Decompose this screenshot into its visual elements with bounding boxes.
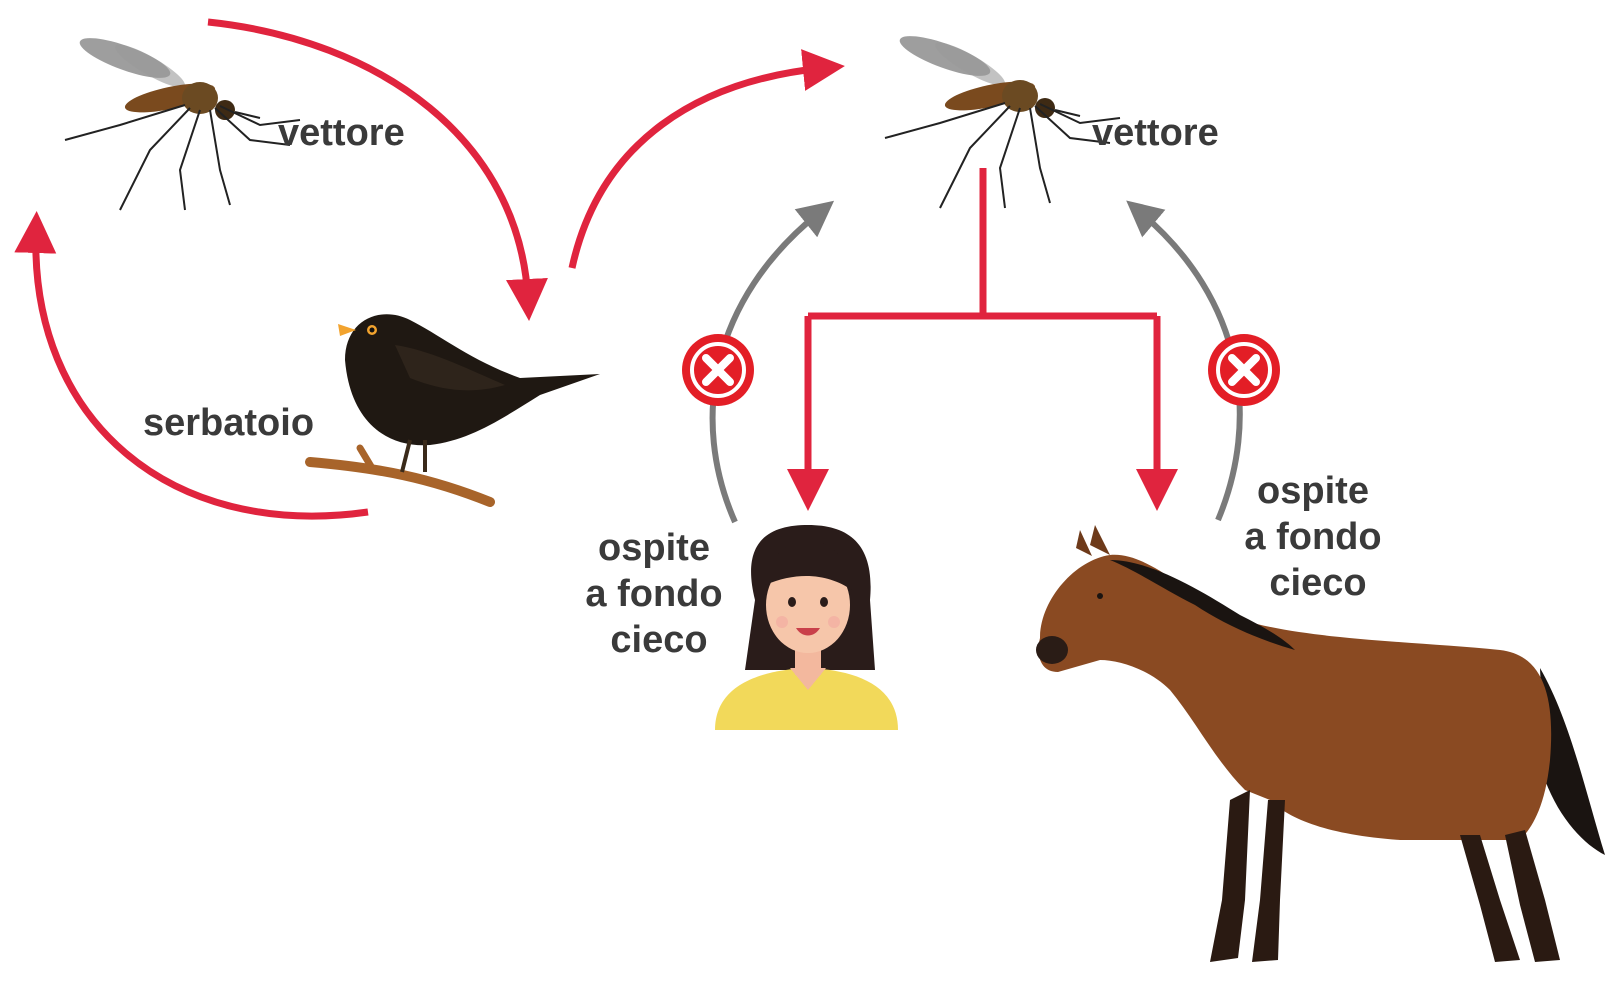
label-deadend-human-line3: cieco	[610, 619, 707, 661]
blackbird-icon	[305, 314, 600, 507]
blocked-return-arrows	[709, 200, 1243, 524]
label-deadend-horse-line1: ospite	[1257, 470, 1369, 512]
arrow-mosquito-to-bird	[207, 18, 548, 321]
amplification-cycle-arrows	[14, 18, 845, 520]
woman-icon	[715, 525, 898, 730]
mosquito-icon	[64, 38, 301, 211]
arrow-bird-to-mosquito	[14, 211, 369, 520]
label-deadend-human-line1: ospite	[598, 527, 710, 569]
label-deadend-horse-line2: a fondo	[1244, 516, 1381, 558]
arrow-bird-to-vector-right	[568, 49, 845, 269]
transmission-split-arrows	[787, 168, 1178, 511]
x-circle-icon	[682, 334, 754, 406]
label-deadend-human: ospite a fondo cieco	[585, 527, 722, 661]
label-deadend-horse-line3: cieco	[1269, 562, 1366, 604]
label-deadend-horse: ospite a fondo cieco	[1244, 470, 1381, 604]
label-deadend-human-line2: a fondo	[585, 573, 722, 615]
label-vector-left: vettore	[278, 112, 405, 154]
mosquito-icon	[884, 36, 1121, 209]
x-circle-icon	[1208, 334, 1280, 406]
label-vector-right: vettore	[1092, 112, 1219, 154]
label-reservoir: serbatoio	[143, 402, 314, 444]
horse-icon	[1036, 525, 1605, 962]
